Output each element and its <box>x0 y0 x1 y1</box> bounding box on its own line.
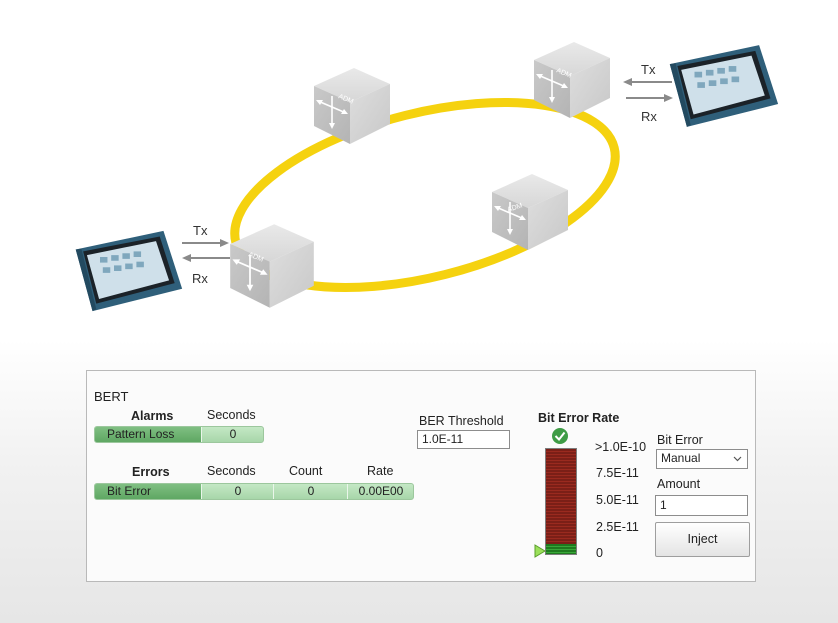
alarms-seconds-header: Seconds <box>207 408 256 422</box>
bert-panel <box>86 370 756 582</box>
alarms-header: Alarms <box>131 409 174 423</box>
ber-scale-2: 5.0E-11 <box>596 493 639 507</box>
ber-gauge-bar <box>545 448 577 555</box>
tester-device-right <box>669 45 779 127</box>
ber-scale-1: 7.5E-11 <box>596 466 639 480</box>
adm-node-top-left <box>313 67 391 145</box>
network-diagram: ADM ADM ADM ADM Tx Rx Tx Rx <box>75 41 779 312</box>
bit-error-row: Bit Error 0 0 0.00E00 <box>94 483 414 500</box>
tx-label-left: Tx <box>193 223 208 238</box>
bit-error-rate: 0.00E00 <box>347 484 414 499</box>
pattern-loss-row: Pattern Loss 0 <box>94 426 264 443</box>
bit-error-count: 0 <box>273 484 348 499</box>
chevron-down-icon <box>733 456 742 462</box>
errors-count-header: Count <box>289 464 323 478</box>
errors-rate-header: Rate <box>367 464 394 478</box>
bit-error-mode-label: Bit Error <box>657 433 703 447</box>
pattern-loss-label: Pattern Loss <box>107 427 175 441</box>
bit-error-seconds: 0 <box>201 484 274 499</box>
ber-scale-4: 0 <box>596 546 603 560</box>
pattern-loss-seconds: 0 <box>201 427 264 442</box>
bit-error-mode-select[interactable]: Manual <box>656 449 748 469</box>
ber-scale-0: >1.0E-10 <box>595 440 647 454</box>
adm-node-bottom-left <box>229 223 315 309</box>
ber-threshold-input[interactable]: 1.0E-11 <box>417 430 510 449</box>
rx-label-left: Rx <box>192 271 208 286</box>
tx-label-right: Tx <box>641 62 656 77</box>
ber-threshold-label: BER Threshold <box>419 414 504 428</box>
ber-gauge-fill <box>546 543 576 554</box>
bit-error-label: Bit Error <box>107 484 152 498</box>
ber-gauge-title: Bit Error Rate <box>538 411 620 425</box>
amount-label: Amount <box>657 477 701 491</box>
errors-header: Errors <box>132 465 170 479</box>
bert-title: BERT <box>94 389 129 404</box>
errors-seconds-header: Seconds <box>207 464 256 478</box>
gauge-pointer-icon <box>534 544 546 558</box>
tester-device-left <box>75 230 183 312</box>
amount-input[interactable]: 1 <box>655 495 748 516</box>
rx-label-right: Rx <box>641 109 657 124</box>
inject-button[interactable]: Inject <box>655 522 750 557</box>
ber-scale-3: 2.5E-11 <box>596 520 639 534</box>
adm-node-bottom-right <box>491 173 569 251</box>
adm-label-bottom-right: ADM <box>506 202 523 214</box>
bit-error-mode-value: Manual <box>661 451 701 465</box>
check-circle-icon <box>552 428 568 444</box>
